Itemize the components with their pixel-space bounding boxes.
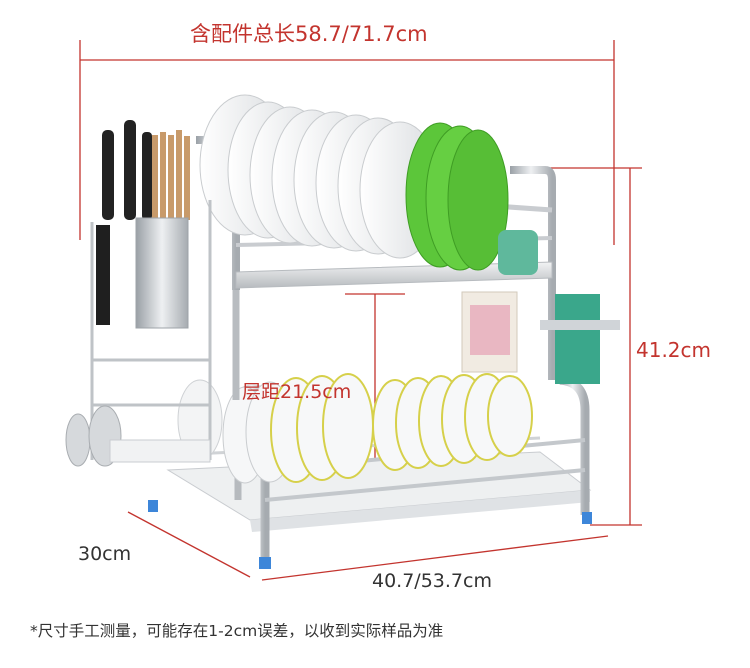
dimension-lines (79, 40, 642, 581)
total-length-label: 含配件总长58.7/71.7cm (190, 22, 428, 46)
depth-label: 30cm (78, 543, 132, 565)
depth-line (127, 511, 251, 578)
plate-stack (199, 94, 509, 271)
bowl-stack (177, 373, 533, 484)
height-label: 41.2cm (636, 338, 712, 362)
width-label: 40.7/53.7cm (372, 570, 492, 592)
measurement-note: *尺寸手工测量，可能存在1-2cm误差，以收到实际样品为准 (30, 622, 444, 640)
layer-gap-label: 层距21.5cm (242, 381, 352, 403)
utensil-holder (65, 120, 212, 467)
rack-feet (148, 500, 592, 569)
cup-holder (461, 230, 620, 384)
width-line (261, 535, 609, 581)
